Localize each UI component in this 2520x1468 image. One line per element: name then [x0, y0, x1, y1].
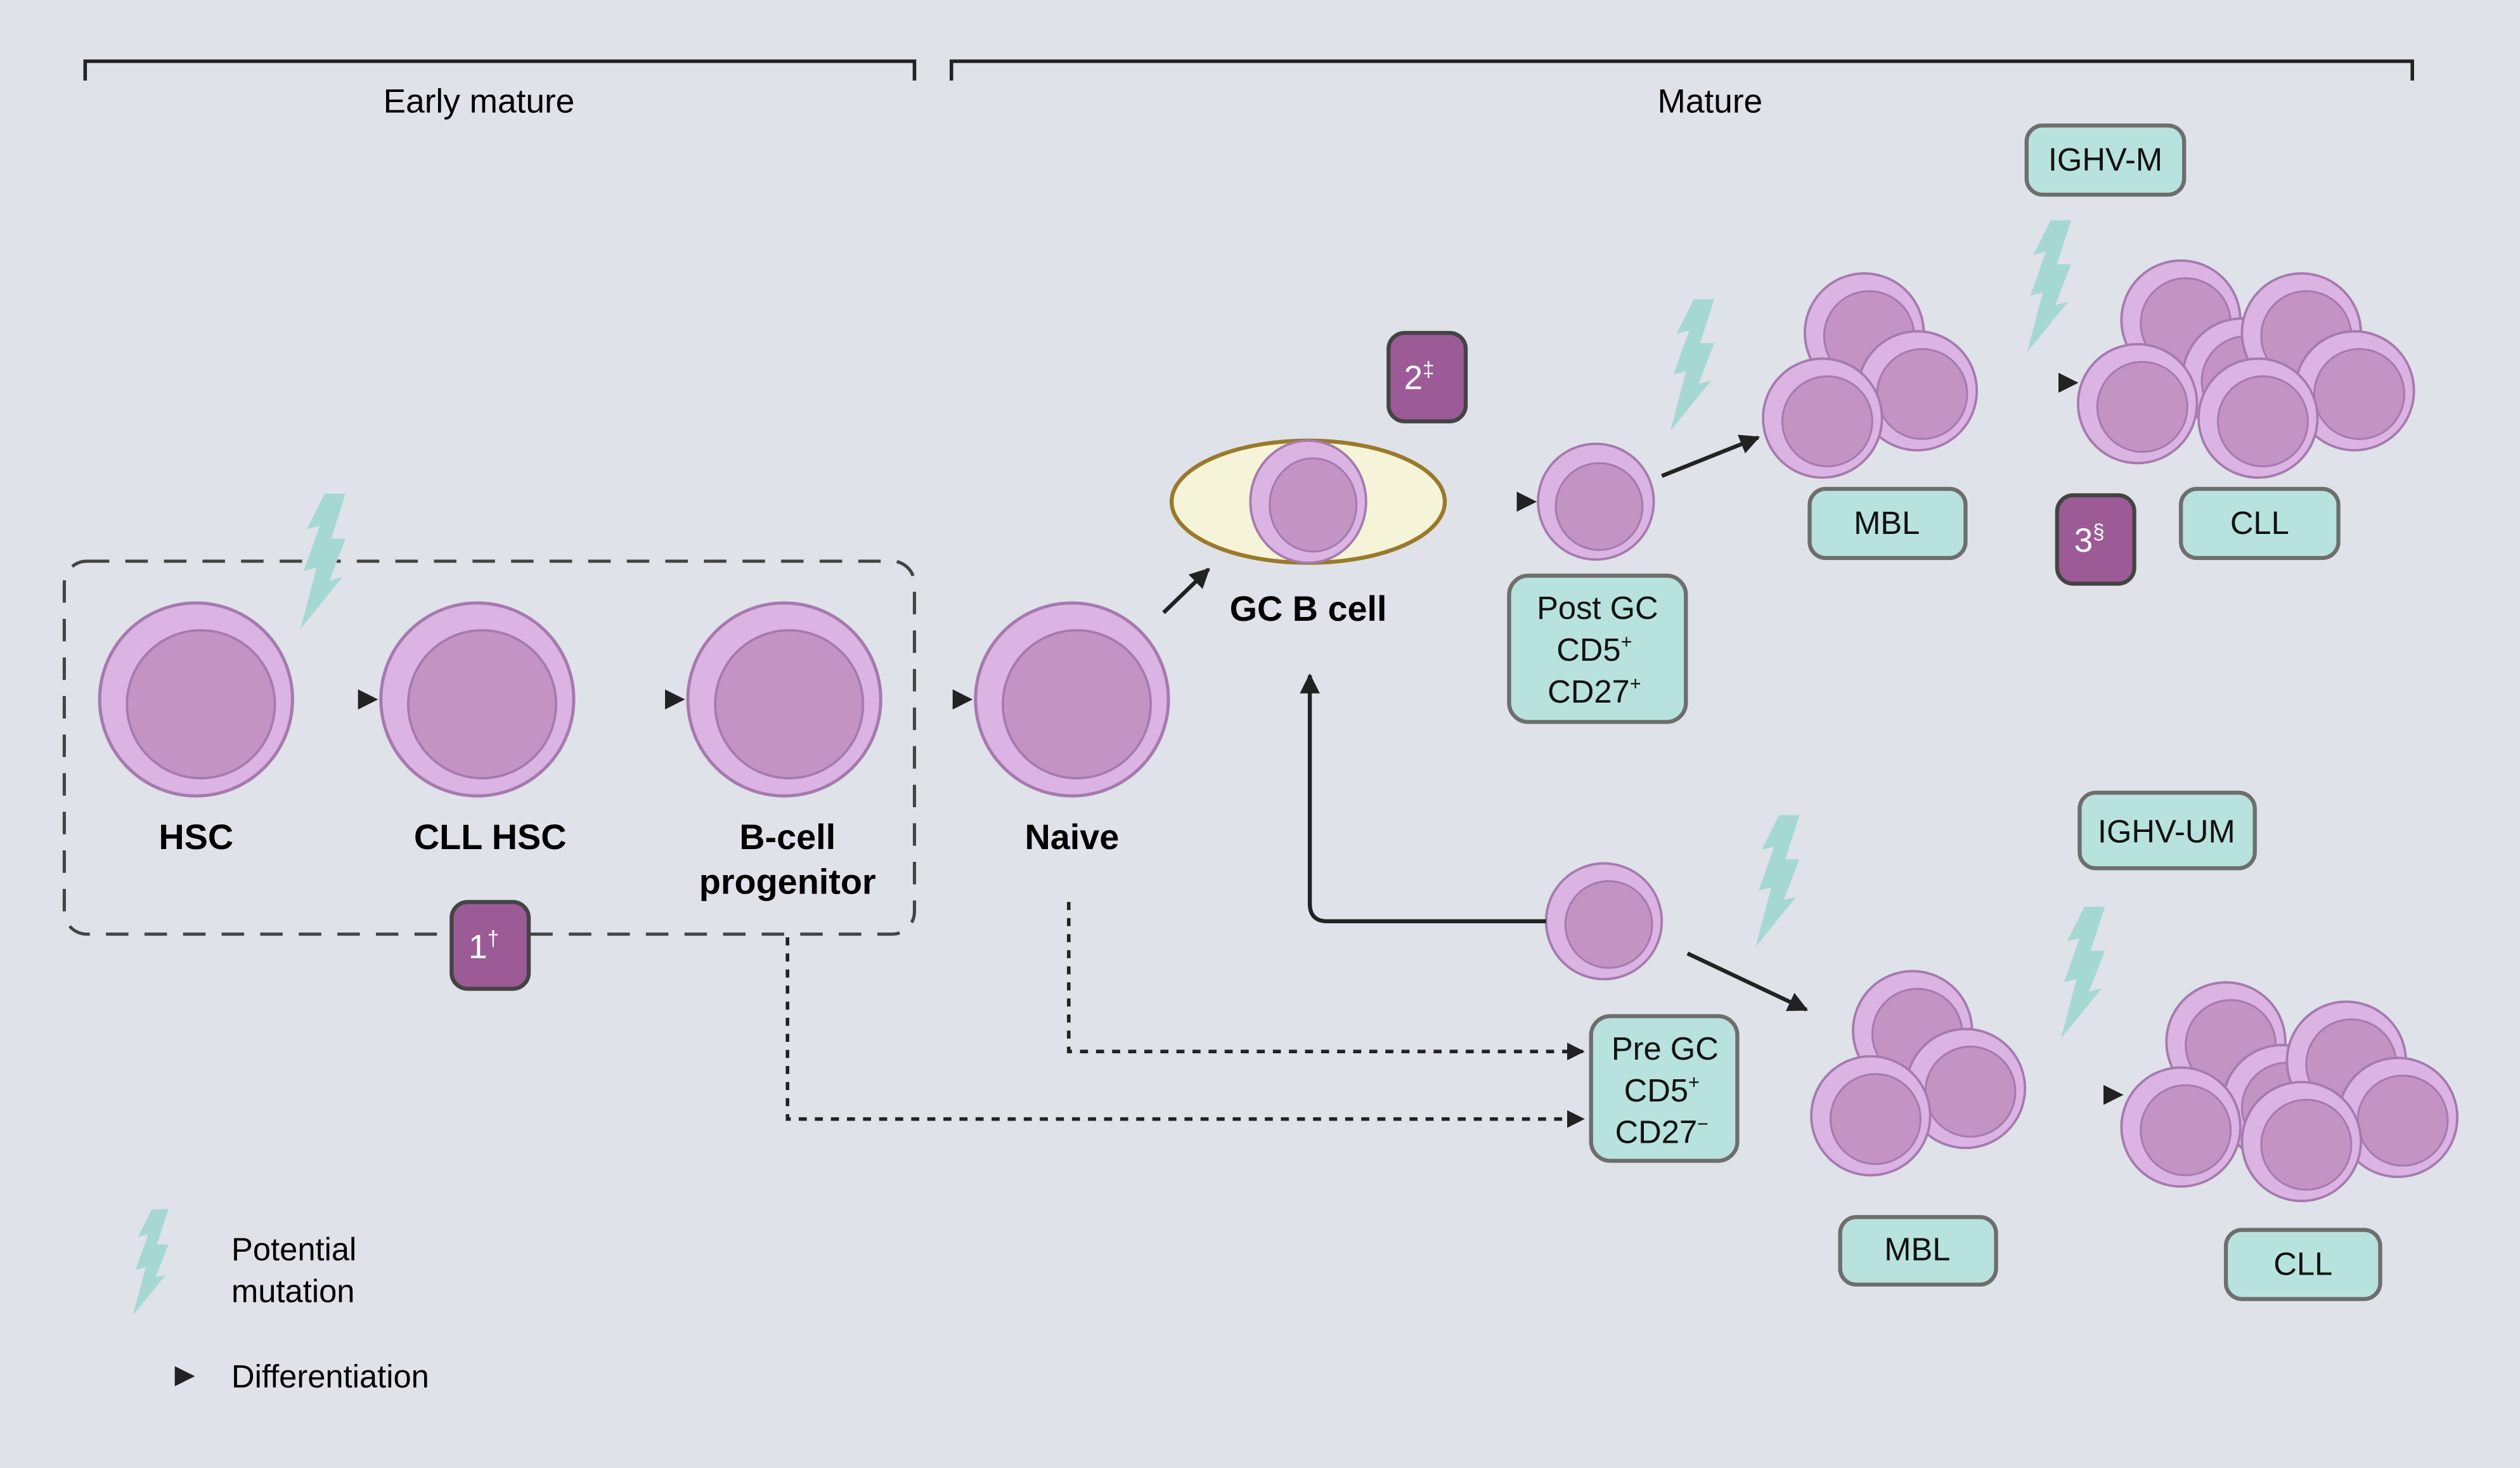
- post-gc-cell: [1537, 443, 1655, 561]
- arrow-lower-cell-to-gc: [1300, 673, 1546, 924]
- legend-differentiation: Differentiation: [231, 1358, 429, 1394]
- legend-mutation-line1: Potential: [231, 1231, 356, 1268]
- naive-label: Naive: [1024, 817, 1119, 857]
- svg-text:CD27−: CD27−: [1615, 1113, 1709, 1150]
- badge-1: 1†: [449, 900, 531, 991]
- svg-text:IGHV-M: IGHV-M: [2048, 141, 2162, 178]
- pre-gc-tag: Pre GC CD5+ CD27−: [1589, 1014, 1740, 1163]
- dotted-path-naive-to-pre-gc: [1067, 902, 1585, 1061]
- svg-text:CLL: CLL: [2273, 1246, 2332, 1282]
- cll-cluster-top: [2076, 259, 2415, 479]
- b-cell-label-line1: B-cell: [739, 817, 836, 857]
- cll-hsc-label: CLL HSC: [414, 817, 567, 857]
- legend: Potential mutation Differentiation: [103, 1209, 429, 1394]
- cll-tag-bottom: CLL: [2223, 1228, 2382, 1301]
- b-cell-label-line2: progenitor: [699, 862, 876, 902]
- cll-hsc-cell: [379, 601, 576, 798]
- b-cell-progenitor-cell: [686, 601, 882, 798]
- lower-b-cell: [1544, 862, 1664, 981]
- svg-text:MBL: MBL: [1884, 1231, 1950, 1268]
- mbl-tag-top: MBL: [1807, 486, 1968, 561]
- badge-3: 3§: [2055, 493, 2136, 586]
- legend-mutation-line2: mutation: [231, 1273, 354, 1309]
- dotted-path-progenitor-to-pre-gc: [785, 937, 1585, 1128]
- cll-tag-top: CLL: [2178, 486, 2341, 561]
- early-mature-bracket: [83, 59, 917, 81]
- post-gc-tag: Post GC CD5+ CD27+: [1507, 573, 1688, 724]
- naive-cell: [974, 601, 1170, 798]
- svg-text:Pre GC: Pre GC: [1612, 1030, 1719, 1067]
- badge-2: 2‡: [1386, 330, 1468, 424]
- gc-b-cell: [1169, 438, 1447, 565]
- ighv-m-tag: IGHV-M: [2024, 123, 2187, 197]
- cll-cluster-bottom: [2120, 981, 2459, 1202]
- mbl-tag-bottom: MBL: [1838, 1215, 1998, 1287]
- svg-text:3§: 3§: [2074, 519, 2105, 559]
- arrow-lower-cell-to-mbl: [1686, 951, 1809, 1012]
- arrow-post-gc-to-mbl: [1661, 434, 1761, 478]
- svg-text:1†: 1†: [468, 926, 499, 966]
- svg-text:2‡: 2‡: [1404, 357, 1435, 396]
- svg-text:CD5+: CD5+: [1624, 1071, 1700, 1108]
- svg-text:MBL: MBL: [1854, 505, 1920, 541]
- svg-text:Post GC: Post GC: [1537, 590, 1658, 626]
- mature-bracket: [949, 59, 2414, 81]
- mature-label: Mature: [1658, 83, 1763, 120]
- mbl-cluster-bottom: [1810, 970, 2027, 1177]
- hsc-label: HSC: [158, 817, 233, 857]
- early-stage-dashed-box: [62, 559, 916, 936]
- svg-text:CD27+: CD27+: [1548, 673, 1641, 710]
- mbl-cluster-top: [1762, 272, 1979, 479]
- svg-text:CLL: CLL: [2230, 505, 2289, 541]
- gc-b-cell-label: GC B cell: [1230, 589, 1387, 628]
- svg-text:CD5+: CD5+: [1556, 631, 1632, 668]
- svg-text:IGHV-UM: IGHV-UM: [2098, 814, 2235, 850]
- arrow-naive-to-gc: [1162, 568, 1210, 614]
- hsc-cell: [98, 601, 294, 798]
- early-mature-label: Early mature: [384, 83, 575, 120]
- ighv-um-tag: IGHV-UM: [2077, 790, 2257, 871]
